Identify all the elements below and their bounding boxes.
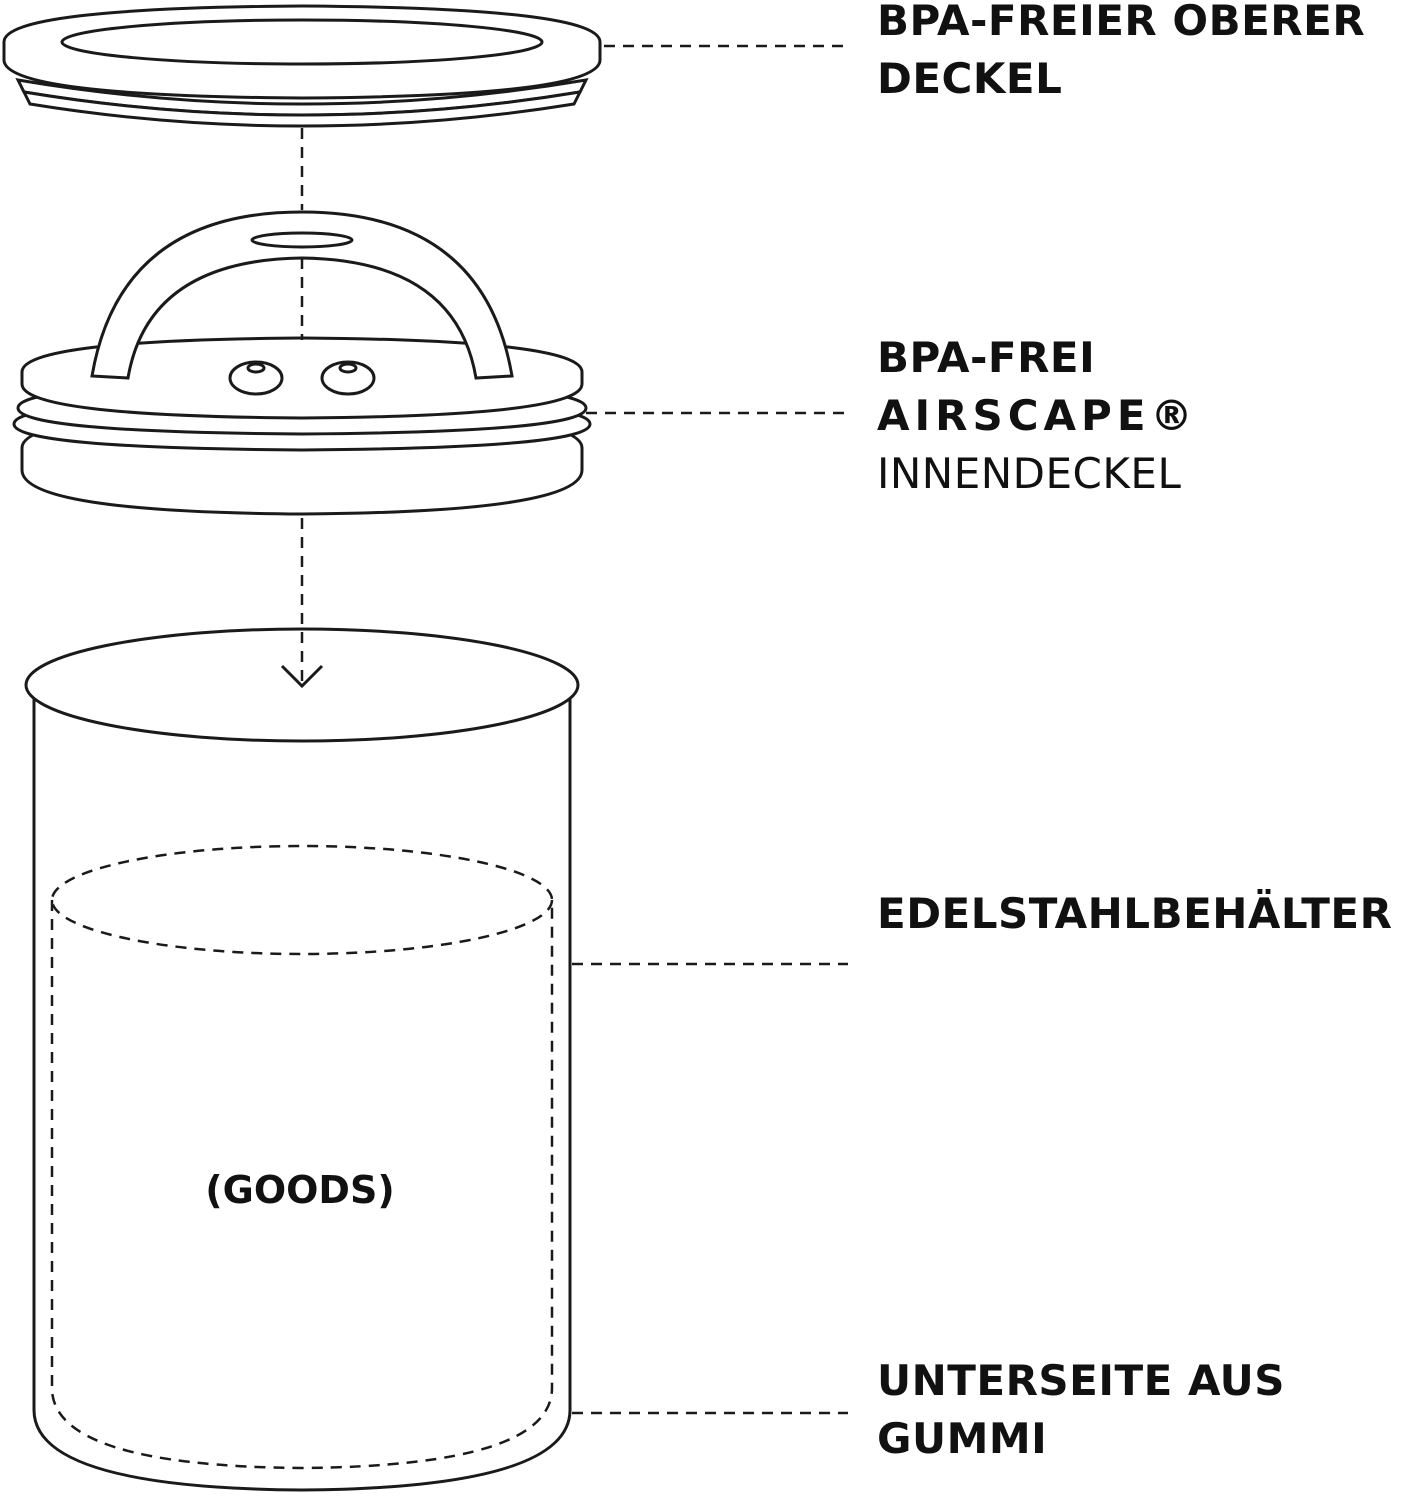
container-drawing: [24, 627, 580, 1492]
top-lid-drawing: [2, 4, 602, 128]
label-top-lid-line1: BPA-FREIER OBERER: [877, 0, 1366, 45]
label-top-lid: BPA-FREIER OBERER DECKEL: [877, 0, 1365, 108]
label-bottom-line2: GUMMI: [877, 1414, 1048, 1463]
label-container-line1: EDELSTAHLBEHÄLTER: [877, 889, 1393, 938]
label-inner-lid-line2: AIRSCAPE®: [877, 391, 1198, 440]
valve-nub-left: [228, 360, 284, 396]
label-bottom-line1: UNTERSEITE AUS: [877, 1356, 1286, 1405]
label-top-lid-line2: DECKEL: [877, 54, 1063, 103]
label-container: EDELSTAHLBEHÄLTER: [877, 885, 1392, 943]
goods-label: (GOODS): [205, 1168, 395, 1212]
valve-nub-right: [320, 360, 376, 396]
label-inner-lid-line3: INNENDECKEL: [877, 449, 1182, 498]
label-bottom: UNTERSEITE AUS GUMMI: [877, 1352, 1285, 1468]
label-inner-lid-line1: BPA-FREI: [877, 333, 1096, 382]
label-inner-lid: BPA-FREI AIRSCAPE® INNENDECKEL: [877, 329, 1198, 503]
inner-lid-drawing: [12, 210, 592, 516]
assembly-guides: [280, 128, 324, 689]
assembly-arrowhead-icon: [280, 664, 324, 689]
leader-lines: [572, 44, 848, 1415]
